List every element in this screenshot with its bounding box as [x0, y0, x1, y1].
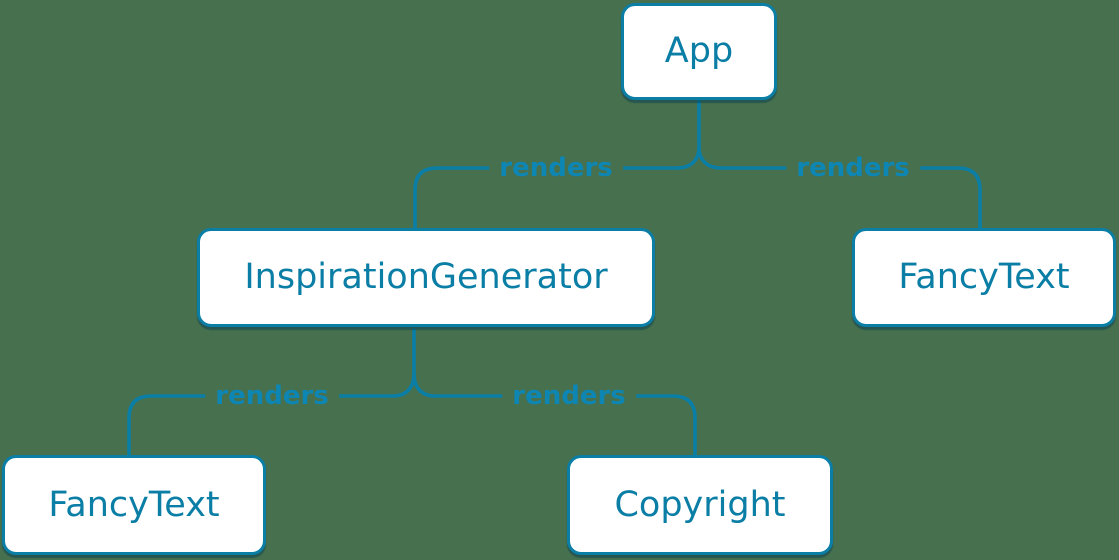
edge-label-renders-inspirationgenerator-copyright: renders [502, 381, 636, 411]
tree-node-fancytext-bottom-label: FancyText [48, 484, 220, 525]
edge-app-to-fancytext [697, 145, 982, 231]
tree-node-copyright: Copyright [567, 455, 833, 555]
tree-node-app-label: App [664, 31, 734, 71]
tree-node-app: App [621, 3, 777, 100]
tree-node-fancytext-bottom: FancyText [2, 455, 266, 555]
tree-node-copyright-label: Copyright [614, 484, 786, 525]
tree-node-inspiration-generator: InspirationGenerator [197, 228, 655, 327]
edge-label-renders-inspirationgenerator-fancytext: renders [205, 381, 339, 411]
edge-label-renders-app-fancytext: renders [786, 153, 920, 183]
tree-node-inspiration-generator-label: InspirationGenerator [244, 257, 608, 297]
tree-node-fancytext-top: FancyText [852, 228, 1116, 327]
edge-inspirationgenerator-to-copyright [412, 372, 697, 458]
tree-node-fancytext-top-label: FancyText [898, 257, 1070, 297]
edge-label-renders-app-inspirationgenerator: renders [489, 153, 623, 183]
